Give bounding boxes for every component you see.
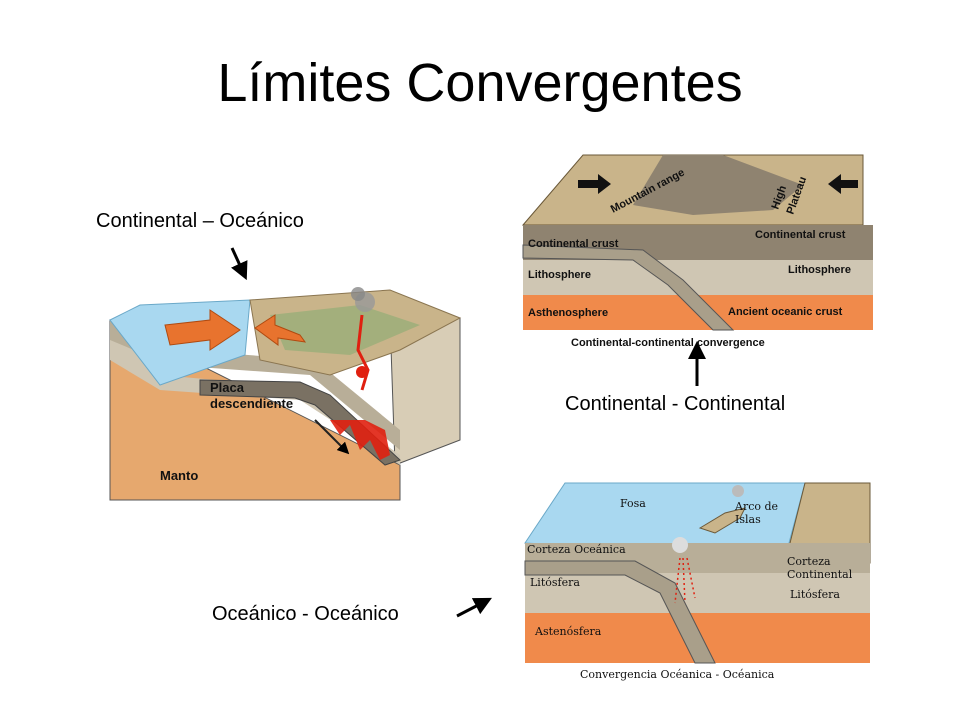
label-continental-crust-right: Continental crust <box>755 229 846 241</box>
label-asthenosphere: Asthenosphere <box>528 307 608 319</box>
caption-oceanico-oceanico: Oceánico - Oceánico <box>212 603 399 625</box>
label-arco-de: Arco de <box>734 500 778 513</box>
label-islas: Islas <box>735 513 761 526</box>
label-lithosphere-left: Lithosphere <box>528 269 591 281</box>
label-astenosfera: Astenósfera <box>534 625 602 638</box>
label-descendiente: descendiente <box>210 396 293 411</box>
slide-title: Límites Convergentes <box>217 53 743 113</box>
label-fosa: Fosa <box>620 497 646 510</box>
label-manto: Manto <box>160 468 198 483</box>
caption-continental-continental: Continental - Continental <box>565 393 786 415</box>
label-litosfera-right: Litósfera <box>790 588 840 601</box>
label-lithosphere-right: Lithosphere <box>788 264 851 276</box>
label-litosfera-left: Litósfera <box>530 576 580 589</box>
label-continental-crust-left: Continental crust <box>528 238 619 250</box>
orange-arrow-left <box>254 314 307 346</box>
diagram-continental-oceanic: Placa descendiente Manto <box>109 287 462 501</box>
label-cc-caption: Continental-continental convergence <box>571 337 765 349</box>
diagram-oceanico-oceanico: Fosa Arco de Islas Corteza Oceánica Cort… <box>524 482 871 681</box>
label-ancient-oceanic-crust: Ancient oceanic crust <box>728 306 843 318</box>
caption-continental-oceanico: Continental – Oceánico <box>96 210 304 232</box>
label-continental: Continental <box>787 568 853 581</box>
label-corteza-oceanica: Corteza Oceánica <box>527 543 626 556</box>
diagram-continental-continental: Mountain range High Plateau Continental … <box>521 154 873 349</box>
label-placa: Placa <box>210 380 245 395</box>
orange-arrow-right <box>164 309 241 351</box>
label-corteza: Corteza <box>787 555 831 568</box>
label-oo-caption: Convergencia Océanica - Océanica <box>580 668 775 681</box>
